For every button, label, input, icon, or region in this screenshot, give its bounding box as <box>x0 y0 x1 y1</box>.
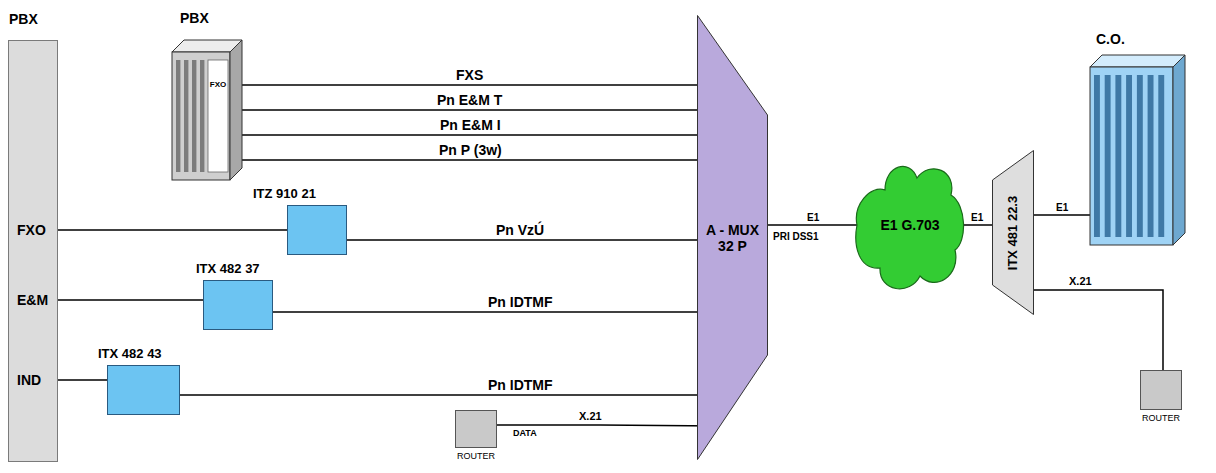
connector-line <box>497 425 720 426</box>
port-label: E&M <box>17 292 48 308</box>
multiplexer: A - MUX 32 P <box>697 15 768 460</box>
port-label: FXO <box>208 80 228 89</box>
connector-line <box>58 379 107 381</box>
line-label: Pn E&M T <box>435 92 504 108</box>
port-label: FXO <box>17 222 46 238</box>
interface-box: ITX 482 37 <box>203 280 273 330</box>
line-label: E1 <box>805 212 821 224</box>
connector-line <box>242 84 697 86</box>
network-label: E1 G.703 <box>878 217 942 233</box>
line-label: Pn IDTMF <box>486 294 555 310</box>
exchange-illustration <box>1090 55 1185 245</box>
line-label: E1 <box>1054 202 1070 214</box>
network-cloud: E1 G.703 <box>855 150 965 300</box>
line-label: Pn P (3w) <box>437 142 504 158</box>
line-label: FXS <box>454 67 485 83</box>
connector-line <box>1034 290 1163 370</box>
rack-illustration <box>172 40 242 180</box>
mux-label: A - MUX 32 P <box>701 221 764 253</box>
line-label: E1 <box>969 212 985 224</box>
line-label: Pn E&M I <box>438 117 503 133</box>
note-label: PRI DSS1 <box>772 231 820 243</box>
router-box: ROUTER <box>1140 370 1182 410</box>
router-box: ROUTER <box>455 410 497 448</box>
connector-line <box>1034 214 1090 216</box>
connector-line <box>180 394 697 396</box>
connector-line <box>242 159 697 161</box>
connector-line <box>768 224 858 226</box>
pbx-cabinet: PBXFXOE&MIND <box>8 40 58 462</box>
device-title: C.O. <box>1096 31 1125 47</box>
device-title: PBX <box>180 10 209 26</box>
interface-box: ITZ 910 21 <box>287 205 347 255</box>
connector-line <box>58 299 203 301</box>
central-office: C.O. <box>1090 55 1185 245</box>
device-label: ITX 482 37 <box>196 262 260 277</box>
interface-box: ITX 482 43 <box>107 365 180 415</box>
device-label: ITX 481 22.3 <box>1006 195 1021 269</box>
device-title: PBX <box>9 11 38 27</box>
note-label: DATA <box>512 428 538 438</box>
port-label: IND <box>17 372 41 388</box>
line-label: Pn VzÚ <box>494 222 546 238</box>
line-label: X.21 <box>1067 275 1094 288</box>
device-label: ITZ 910 21 <box>253 187 316 202</box>
router-label: ROUTER <box>457 451 495 461</box>
line-label: Pn IDTMF <box>486 377 555 393</box>
connector-line <box>242 109 697 111</box>
connector-line <box>58 229 287 231</box>
device-label: ITX 482 43 <box>98 347 162 362</box>
connector-line <box>962 224 992 226</box>
connector-line <box>242 134 697 136</box>
pbx-rack: PBXFXO <box>172 40 242 180</box>
connector-line <box>347 239 697 241</box>
demultiplexer: ITX 481 22.3 <box>992 150 1034 315</box>
router-label: ROUTER <box>1142 413 1180 423</box>
connector-line <box>273 311 697 313</box>
line-label: X.21 <box>577 410 604 423</box>
